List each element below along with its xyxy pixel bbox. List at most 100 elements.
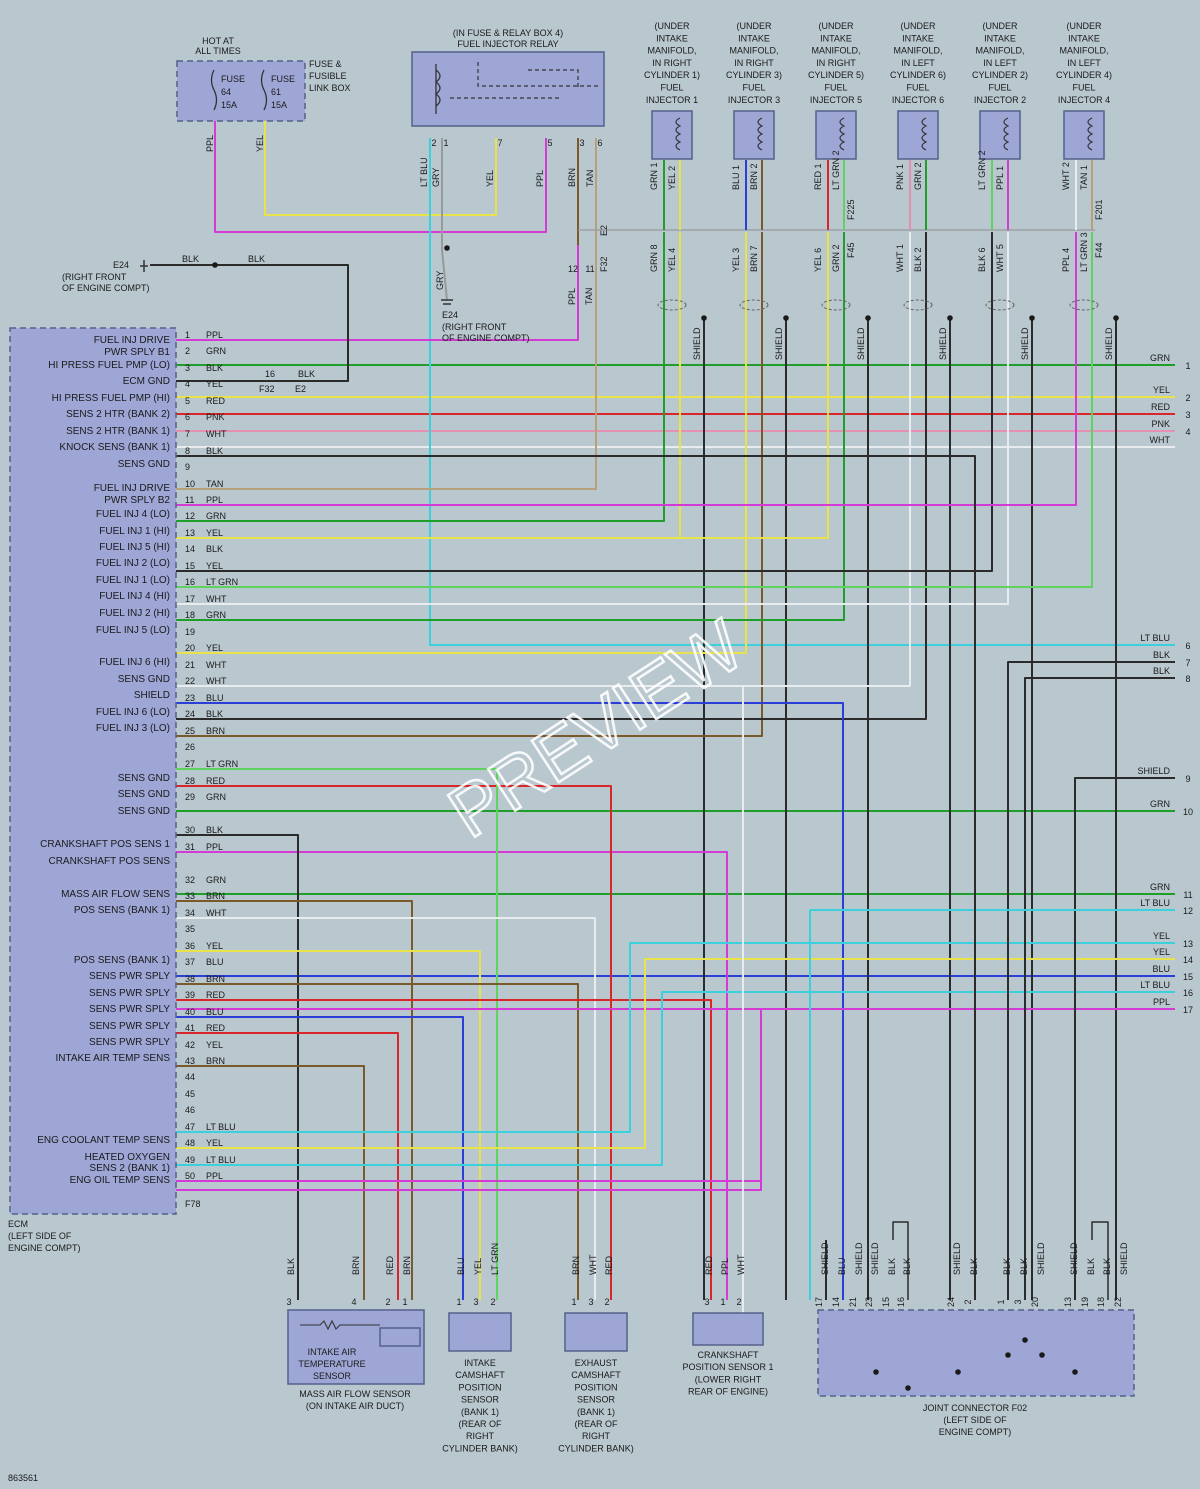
- relay-pin-number: 7: [497, 138, 502, 148]
- relay-wire-label: PPL: [535, 170, 545, 187]
- joint-pin: 21: [848, 1297, 858, 1307]
- ecm-pin-number: 42: [185, 1040, 195, 1050]
- injector-pin-label: WHT 2: [1061, 162, 1071, 190]
- crank-pin: 2: [736, 1297, 741, 1307]
- ecm-wire-label: PNK: [206, 412, 225, 422]
- injector-coil: [921, 117, 928, 151]
- exhaust-cam-name: POSITION: [574, 1382, 617, 1392]
- injector-caption: INTAKE: [984, 33, 1016, 43]
- injector-caption: INTAKE: [1068, 33, 1100, 43]
- injector-coil: [757, 117, 764, 151]
- maf-inner-label: TEMPERATURE: [298, 1359, 365, 1369]
- fuse-label: FUSE: [271, 74, 295, 84]
- injector-caption: (UNDER: [819, 21, 854, 31]
- ecm-wire-label: GRN: [206, 511, 226, 521]
- wire-ecm49: [176, 991, 1175, 1166]
- joint-pin: 1: [996, 1299, 1006, 1304]
- ecm-pin-number: 37: [185, 957, 195, 967]
- ecm-pin-label: FUEL INJ 4 (HI): [99, 591, 170, 602]
- relay-wire-label: GRY: [431, 168, 441, 187]
- wire-ecm8: [176, 455, 976, 1300]
- injector-caption: FUEL: [824, 83, 847, 93]
- injector-caption: FUEL: [988, 83, 1011, 93]
- injector-caption: FUEL: [660, 83, 683, 93]
- edge-number: 1: [1185, 361, 1190, 371]
- ecm-pin-number: 46: [185, 1105, 195, 1115]
- ecm-pin-number: 17: [185, 594, 195, 604]
- injector-caption: (UNDER: [655, 21, 690, 31]
- ecm-pin-number: 22: [185, 676, 195, 686]
- ecm-wire-label: LT BLU: [206, 1155, 236, 1165]
- ecm-pin-label: ENG COOLANT TEMP SENS: [37, 1135, 170, 1146]
- joint-pin: 22: [1113, 1297, 1123, 1307]
- exhaust-cam-name: CAMSHAFT: [571, 1370, 621, 1380]
- wire-ecm27-int: [176, 768, 498, 1300]
- ecm-pin-number: 11: [185, 495, 194, 505]
- intake-cam-name: (REAR OF: [458, 1419, 502, 1429]
- injector-caption: CYLINDER 1): [644, 70, 700, 80]
- edge-number: 2: [1185, 393, 1190, 403]
- ecm-wire-label: YEL: [206, 941, 223, 951]
- fuse-box: [176, 60, 306, 122]
- relay-coil: [434, 64, 441, 114]
- ecm-pin-label: POS SENS (BANK 1): [74, 905, 170, 916]
- ecm-pin-label: MASS AIR FLOW SENS: [61, 889, 170, 900]
- exhaust-cam-box: [564, 1312, 628, 1352]
- ecm-pin-number: 19: [185, 627, 195, 637]
- injector-ecm-wire-a: [176, 232, 1077, 506]
- ecm-pin-number: 49: [185, 1155, 195, 1165]
- exhaust-cam-name: (BANK 1): [577, 1407, 615, 1417]
- joint-wire: BLK: [1086, 1258, 1096, 1275]
- shield-ellipse: [903, 299, 933, 311]
- ecm-wire-label: RED: [206, 396, 226, 406]
- ecm-wire-label: BLU: [206, 693, 224, 703]
- ecm-wire-label: RED: [206, 990, 226, 1000]
- ecm-pin-number: 24: [185, 709, 195, 719]
- edge-wire-label: YEL: [1153, 385, 1170, 395]
- edge-wire-label: LT BLU: [1140, 898, 1170, 908]
- ecm-pin-label: FUEL INJ 1 (HI): [99, 526, 170, 537]
- intake-cam-pin: 1: [456, 1297, 461, 1307]
- ecm-wire-label: BLK: [206, 446, 223, 456]
- joint-pin: 3: [1013, 1299, 1023, 1304]
- edge-wire-label: LT BLU: [1140, 633, 1170, 643]
- injector-caption: IN LEFT: [901, 58, 935, 68]
- joint-wire: SHIELD: [854, 1242, 864, 1275]
- ecm-caption: (LEFT SIDE OF: [8, 1231, 72, 1241]
- ecm-pin-number: 33: [185, 891, 195, 901]
- splice-dot: [212, 262, 218, 268]
- edge-number: 7: [1185, 658, 1190, 668]
- ecm-pin-label: POS SENS (BANK 1): [74, 955, 170, 966]
- ecm-pin-number: 10: [185, 479, 195, 489]
- joint-pin: 24: [946, 1297, 956, 1307]
- wire-edge7: [1007, 661, 1175, 1300]
- injector-lower-label: BLK 2: [913, 247, 923, 272]
- injector-caption: FUEL: [742, 83, 765, 93]
- relay-wire-label: YEL: [485, 170, 495, 187]
- injector-pin-label: YEL 2: [667, 166, 677, 190]
- injector-pin-label: RED 1: [813, 163, 823, 190]
- ecm-pin-number: 26: [185, 742, 195, 752]
- joint-wire: SHIELD: [952, 1242, 962, 1275]
- joint-pin: 2: [963, 1299, 973, 1304]
- wire-ecm39-crank: [176, 999, 712, 1300]
- ecm-wire-label: PPL: [206, 1171, 223, 1181]
- ecm-pin-label: SENS PWR SPLY: [89, 1037, 170, 1048]
- ecm-pin-label: FUEL INJ 4 (LO): [96, 509, 170, 520]
- injector-caption: MANIFOLD,: [975, 46, 1024, 56]
- edge-number: 14: [1183, 955, 1193, 965]
- maf-inner-label: SENSOR: [313, 1371, 352, 1381]
- exhaust-cam-name: (REAR OF: [574, 1419, 618, 1429]
- fuse-box-name: FUSIBLE: [309, 71, 347, 81]
- intake-cam-wire: BLU: [456, 1257, 466, 1275]
- ecm-pin-label: FUEL INJ DRIVE: [94, 483, 171, 494]
- exhaust-cam-wire: RED: [604, 1255, 614, 1275]
- splice-dot: [1029, 315, 1035, 321]
- intake-cam-pin: 3: [473, 1297, 478, 1307]
- ecm-pin-label: SENS 2 HTR (BANK 2): [66, 409, 170, 420]
- splice-dot: [1039, 1352, 1045, 1358]
- wire-ecm10-tan: [176, 138, 597, 490]
- joint-pin: 16: [896, 1297, 906, 1307]
- fuse-label: FUSE: [221, 74, 245, 84]
- ecm-pin-label: HI PRESS FUEL PMP (LO): [48, 360, 170, 371]
